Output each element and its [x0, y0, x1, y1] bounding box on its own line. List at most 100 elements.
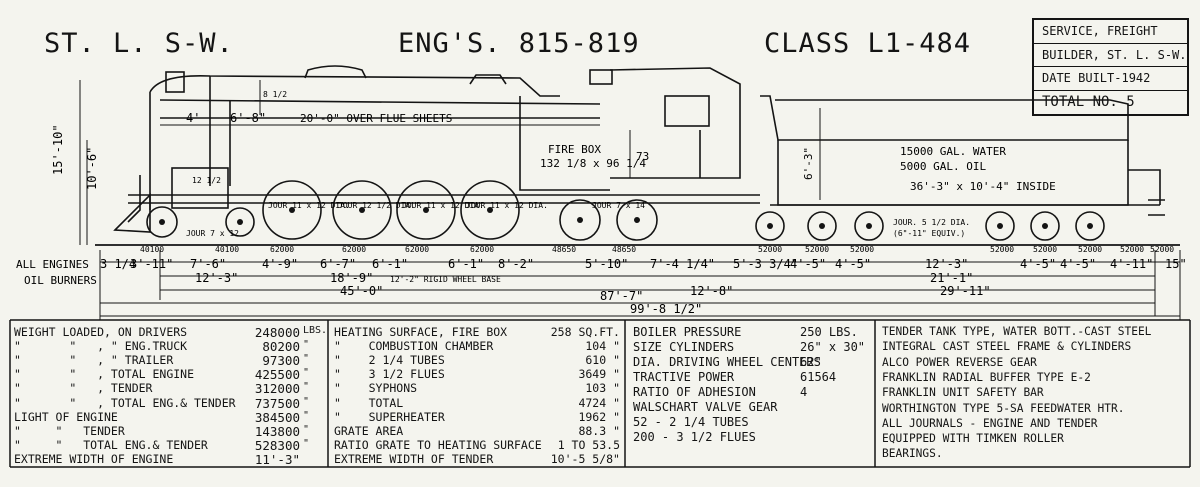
driver-jour-2-label: JOUR 12 1/2 DIA. — [338, 201, 415, 210]
heating-value: 1 TO 53.5 — [557, 437, 620, 452]
dimension-row-3: 45'-0"12'-8"29'-11" — [340, 284, 991, 298]
heating-value: 10'-5 5/8" — [550, 451, 620, 466]
equipment-item: EQUIPPED WITH TIMKEN ROLLER — [882, 432, 1064, 446]
dimension-label: 12'-8" — [690, 284, 733, 298]
date-built-text: DATE BUILT-1942 — [1034, 67, 1187, 91]
axle-load: 62000 — [270, 245, 294, 254]
dimension-label: 7'-4 1/4" — [650, 257, 715, 271]
engine-numbers-title: ENG'S. 815-819 — [398, 28, 640, 59]
heating-label: RATIO GRATE TO HEATING SURFACE — [334, 437, 542, 452]
side-note-2: OIL BURNERS — [24, 274, 97, 287]
axle-load: 52000 — [1120, 245, 1144, 254]
heating-label: GRATE AREA — [334, 423, 404, 438]
axle-load: 48650 — [552, 245, 576, 254]
trailer-jour-label: JOUR 7 x 14 — [592, 201, 645, 210]
weight-label: WEIGHT LOADED, ON DRIVERS — [14, 325, 188, 339]
axle-load: 62000 — [470, 245, 494, 254]
dimension-label: 4'-5" — [1020, 257, 1056, 271]
boiler-label: SIZE CYLINDERS — [633, 340, 735, 354]
dim-6-8-label: 6'-8" — [230, 111, 266, 125]
boiler-label: TRACTIVE POWER — [633, 370, 735, 384]
equipment-item: BEARINGS. — [882, 447, 943, 461]
dim-99-8-label: 99'-8 1/2" — [630, 302, 702, 316]
dimension-label: 12'-3" — [925, 257, 968, 271]
dimension-label: 5'-10" — [585, 257, 628, 271]
tender-inside-label: 36'-3" x 10'-4" INSIDE — [910, 180, 1056, 193]
railroad-title: ST. L. S-W. — [44, 28, 234, 59]
weight-value: 528300 — [254, 437, 300, 453]
heating-label: " SUPERHEATER — [334, 409, 445, 424]
heating-value: 3649 " — [578, 367, 620, 382]
heating-label: EXTREME WIDTH OF TENDER — [334, 451, 494, 466]
heating-label: " 3 1/2 FLUES — [334, 367, 445, 382]
equipment-item: FRANKLIN UNIT SAFETY BAR — [882, 386, 1044, 400]
weight-label: LIGHT OF ENGINE — [14, 409, 118, 424]
weight-value: 11'-3" — [254, 451, 300, 467]
dimension-label: 4'-5" — [835, 257, 871, 271]
weight-value: 248000 — [254, 325, 300, 340]
dim-87-7-label: 87'-7" — [600, 289, 643, 303]
weight-value: 97300 — [262, 353, 300, 369]
dimension-label: 4'-5" — [1060, 257, 1096, 271]
total-count-text: TOTAL NO. 5 — [1042, 93, 1135, 110]
dimension-row-2: 12'-3" 18'-9" 12'-2" RIGID WHEEL BASE 21'-1… — [195, 271, 973, 285]
dimension-label: 7'-6" — [190, 257, 226, 271]
dimension-label: 3 1/4 — [100, 257, 136, 271]
dimension-label: 6'-1" — [448, 257, 484, 271]
equipment-item: WORTHINGTON TYPE 5-SA FEEDWATER HTR. — [882, 401, 1125, 415]
dimension-label: 5'-3 3/4" — [733, 257, 798, 271]
axle-load: 52000 — [758, 245, 782, 254]
tender-journals-label: JOUR. 5 1/2 DIA. — [893, 218, 970, 227]
axle-load: 52000 — [1150, 245, 1174, 254]
boiler-value: 61564 — [800, 370, 837, 384]
weight-label: " " TOTAL ENG.& TENDER — [14, 437, 208, 452]
equipment-item: INTEGRAL CAST STEEL FRAME & CYLINDERS — [882, 340, 1132, 354]
weight-value: 312000 — [254, 381, 300, 397]
axle-load: 62000 — [405, 245, 429, 254]
heating-value: 104 " — [585, 339, 620, 354]
weight-unit: " — [303, 409, 310, 421]
weight-unit: " — [303, 395, 310, 407]
weight-unit: " — [303, 437, 310, 449]
dimension-label: 15" — [1165, 257, 1187, 271]
driver-jour-4-label: JOUR 11 x 12 DIA. — [466, 201, 548, 210]
dimension-label: 21'-1" — [930, 271, 973, 285]
weight-value: 425500 — [254, 367, 300, 383]
weight-unit: " — [303, 381, 310, 393]
class-title: CLASS L1-484 — [764, 28, 972, 59]
weight-unit: " — [303, 339, 310, 351]
dimension-label: 6'-1" — [372, 257, 408, 271]
axle-load: 52000 — [805, 245, 829, 254]
weight-label: " " , " TRAILER — [14, 353, 174, 368]
axle-load: 52000 — [1078, 245, 1102, 254]
weight-value: 384500 — [254, 409, 300, 425]
heating-label: " SYPHONS — [334, 381, 418, 396]
weight-value: 143800 — [254, 423, 300, 439]
heating-value: 4724 " — [578, 395, 620, 410]
boiler-label: 52 - 2 1/4 TUBES — [633, 415, 749, 429]
tender-height-label: 6'-3" — [802, 147, 815, 180]
axle-load: 62000 — [342, 245, 366, 254]
axle-load: 48650 — [612, 245, 636, 254]
equipment-item: TENDER TANK TYPE, WATER BOTT.-CAST STEEL — [882, 325, 1152, 338]
firebox-label: FIRE BOX — [548, 143, 601, 156]
weight-label: " " , TOTAL ENGINE — [14, 367, 195, 382]
heating-label: " COMBUSTION CHAMBER — [334, 339, 494, 354]
dimension-label: 18'-9" — [330, 271, 373, 285]
heating-value: 1962 " — [578, 409, 620, 424]
dim-4-label: 4' — [186, 111, 200, 125]
dimension-label: 12'-3" — [195, 271, 238, 285]
weight-unit: " — [303, 423, 310, 435]
dim-12-1-2-label: 12 1/2 — [192, 176, 221, 185]
dim-8-1-2-label: 8 1/2 — [263, 90, 287, 99]
dimension-label: 3'-11" — [130, 257, 173, 271]
equipment-item: FRANKLIN RADIAL BUFFER TYPE E-2 — [882, 370, 1091, 384]
weight-value: 80200 — [262, 339, 300, 355]
heating-label: " 2 1/4 TUBES — [334, 353, 445, 368]
dimension-label: 45'-0" — [340, 284, 383, 298]
boiler-label: WALSCHART VALVE GEAR — [633, 400, 778, 414]
tender-outline — [760, 95, 1165, 216]
dimension-label: 12'-2" RIGID WHEEL BASE — [390, 275, 501, 284]
service-info-box: SERVICE, FREIGHT BUILDER, ST. L. S-W. DA… — [1032, 18, 1189, 116]
